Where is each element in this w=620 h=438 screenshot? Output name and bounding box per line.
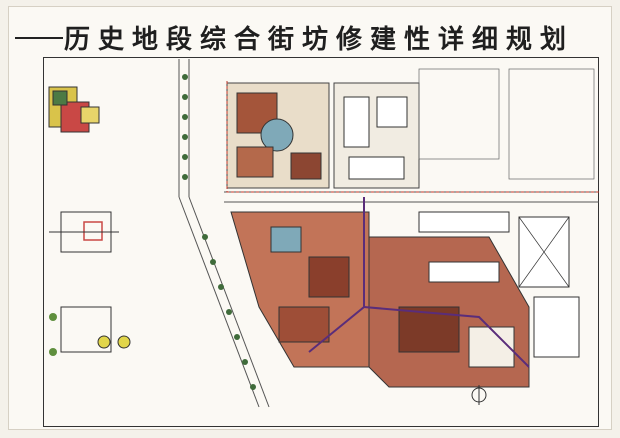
side-diagram-2 — [49, 211, 119, 253]
building-row — [428, 261, 500, 283]
road-edge — [178, 196, 260, 408]
drawing-frame — [43, 57, 599, 427]
title-rule — [15, 37, 63, 39]
master-plan-drawing — [48, 59, 599, 408]
building-row — [418, 211, 510, 233]
central-fountain — [260, 118, 294, 152]
south-block-west — [230, 211, 370, 368]
pedestrian-route — [363, 306, 530, 368]
courtyard-pool — [270, 226, 302, 253]
side-diagram-3 — [49, 306, 131, 356]
building — [290, 152, 322, 180]
side-diagram-1 — [48, 86, 100, 133]
road-edge — [188, 196, 270, 408]
building — [278, 306, 330, 343]
site-boundary — [226, 81, 599, 193]
stats-box — [418, 68, 500, 160]
drawing-sheet: 历史地段综合街坊修建性详细规划 — [8, 6, 612, 430]
page-title: 历史地段综合街坊修建性详细规划 — [64, 25, 575, 55]
notes-box — [508, 68, 595, 180]
building — [468, 326, 515, 368]
building — [236, 146, 274, 178]
building — [343, 96, 370, 148]
building — [308, 256, 350, 298]
tree-row — [182, 74, 256, 390]
building — [533, 296, 580, 358]
building — [376, 96, 408, 128]
building — [348, 156, 405, 180]
